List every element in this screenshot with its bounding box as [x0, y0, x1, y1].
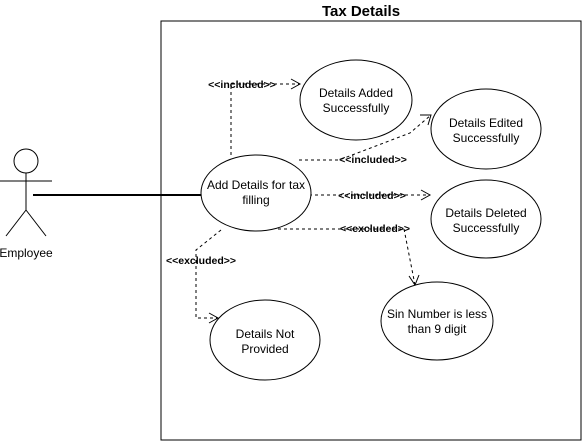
use-case-details-deleted-line2: Successfully — [453, 221, 520, 235]
use-case-sin-number-line1: Sin Number is less — [387, 307, 487, 321]
use-case-sin-number: Sin Number is less than 9 digit — [380, 281, 494, 361]
included-added-arrowhead — [290, 78, 302, 90]
actor-employee: Employee — [0, 148, 53, 260]
actor-right-leg — [25, 209, 47, 237]
included-added-line — [230, 83, 300, 155]
included-edited-arrowhead — [420, 114, 432, 126]
actor-left-leg — [5, 209, 27, 237]
use-case-details-deleted-line1: Details Deleted — [445, 206, 526, 220]
use-case-add-details-line2: filling — [242, 193, 269, 207]
use-case-details-not-provided-line2: Provided — [241, 342, 288, 356]
excluded-not-provided-line — [195, 229, 222, 319]
included-edited-label: <<included>> — [339, 154, 407, 166]
actor-head — [13, 148, 39, 174]
actor-label: Employee — [0, 246, 53, 260]
excluded-not-provided-arrowhead — [208, 312, 220, 324]
included-added-label: <<included>> — [208, 79, 276, 91]
included-deleted-arrowhead — [420, 189, 432, 201]
use-case-details-added: Details Added Successfully — [299, 59, 413, 141]
use-case-details-not-provided: Details Not Provided — [209, 299, 321, 381]
included-edited-line — [299, 114, 432, 161]
use-case-details-edited: Details Edited Successfully — [430, 88, 542, 170]
use-case-sin-number-line2: than 9 digit — [408, 322, 467, 336]
use-case-add-details: Add Details for tax filling — [200, 154, 312, 232]
use-case-details-not-provided-line1: Details Not — [236, 327, 295, 341]
use-case-details-edited-line2: Successfully — [453, 131, 520, 145]
use-case-details-added-line2: Successfully — [323, 101, 390, 115]
excluded-sin-label: <<excluded>> — [340, 223, 410, 235]
included-deleted-label: <<included>> — [338, 190, 406, 202]
use-case-add-details-line1: Add Details for tax — [207, 178, 305, 192]
system-title: Tax Details — [322, 3, 400, 20]
use-case-details-edited-line1: Details Edited — [449, 116, 523, 130]
excluded-not-provided-label: <<excluded>> — [166, 255, 236, 267]
use-case-details-added-line1: Details Added — [319, 86, 393, 100]
use-case-details-deleted: Details Deleted Successfully — [430, 179, 542, 259]
excluded-sin-line — [278, 228, 416, 286]
